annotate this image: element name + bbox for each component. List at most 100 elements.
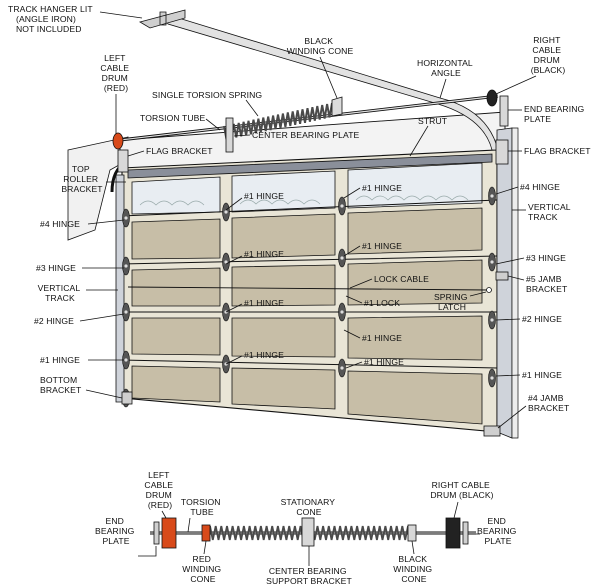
label-jamb5: #5 JAMB BRACKET bbox=[526, 274, 568, 294]
leader-hinge1-c bbox=[343, 245, 361, 257]
label-end-bearing-plate: END BEARING PLATE bbox=[524, 104, 587, 124]
label-flag-bracket-right: FLAG BRACKET bbox=[524, 146, 591, 156]
hinge-pin bbox=[224, 210, 228, 214]
flag-bracket-right bbox=[495, 139, 509, 165]
label-hinge2-left: #2 HINGE bbox=[34, 316, 74, 326]
label-hinge1-f: #1 HINGE bbox=[362, 333, 402, 343]
label-hinge3-right: #3 HINGE bbox=[526, 253, 566, 263]
label-jamb4: #4 JAMB BRACKET bbox=[528, 393, 570, 413]
hinge-pin bbox=[124, 310, 128, 314]
left-cable-drum bbox=[112, 132, 124, 150]
label-lock-cable: LOCK CABLE bbox=[374, 274, 429, 284]
door-structure bbox=[67, 9, 519, 439]
label-bottom-end-bearing-right: END BEARING PLATE bbox=[477, 516, 519, 546]
label-bottom-right-cable-drum: RIGHT CABLE DRUM (BLACK) bbox=[430, 480, 493, 500]
hinge-pin bbox=[340, 310, 344, 314]
label-lock1: #1 LOCK bbox=[364, 298, 400, 308]
label-bottom-center-bearing: CENTER BEARING SUPPORT BRACKET bbox=[266, 566, 352, 586]
label-horizontal-angle: HORIZONTAL ANGLE bbox=[417, 58, 475, 78]
label-hinge1-left: #1 HINGE bbox=[40, 355, 80, 365]
leader-hinge1-g bbox=[225, 355, 243, 365]
hinge-pin bbox=[340, 366, 344, 370]
label-top-roller-bracket: TOP ROLLER BRACKET bbox=[61, 164, 103, 194]
hinge-pin bbox=[224, 260, 228, 264]
flag-bracket-left bbox=[117, 149, 129, 173]
right-jamb bbox=[511, 127, 519, 439]
label-bottom-torsion-tube: TORSION TUBE bbox=[181, 497, 223, 517]
center-bearing-plate bbox=[225, 117, 234, 153]
assembly-left-plate bbox=[153, 521, 160, 545]
left-vertical-track bbox=[115, 174, 125, 403]
leader-hinge2-right bbox=[495, 318, 521, 321]
label-hinge4-right: #4 HINGE bbox=[520, 182, 560, 192]
track-hanger bbox=[138, 9, 186, 29]
label-spring-latch: SPRING LATCH bbox=[434, 292, 470, 312]
label-hinge1-e: #1 HINGE bbox=[244, 298, 284, 308]
black-winding-cone bbox=[331, 96, 343, 117]
leader-hinge4-right bbox=[495, 186, 519, 195]
jamb-bracket-5 bbox=[495, 271, 509, 281]
leader-bottom-black-winding-cone bbox=[411, 540, 415, 555]
label-hinge3-left: #3 HINGE bbox=[36, 263, 76, 273]
window-row-mid bbox=[231, 170, 336, 213]
right-cable-drum bbox=[486, 89, 498, 107]
label-vertical-track-right: VERTICAL TRACK bbox=[528, 202, 573, 222]
jamb-bracket-4 bbox=[483, 425, 501, 437]
leader-hinge1-b bbox=[225, 197, 243, 211]
label-single-torsion-spring: SINGLE TORSION SPRING bbox=[152, 90, 262, 100]
leader-bottom-torsion-tube bbox=[187, 517, 191, 533]
hinge-pin bbox=[340, 204, 344, 208]
assembly-right-plate bbox=[462, 521, 469, 545]
leader-hinge1-a bbox=[343, 187, 361, 199]
label-bottom-bracket: BOTTOM BRACKET bbox=[40, 375, 82, 395]
leader-jamb5 bbox=[507, 275, 525, 281]
leader-horizontal-angle bbox=[439, 78, 447, 99]
end-bearing-plate bbox=[499, 95, 509, 127]
leader-bottom-right-cable-drum bbox=[453, 501, 459, 519]
window-row-left bbox=[131, 176, 221, 215]
leader-black-winding-cone bbox=[319, 56, 338, 99]
label-black-winding-cone: BLACK WINDING CONE bbox=[287, 36, 354, 56]
lock-cable bbox=[127, 286, 489, 291]
label-hinge1-right: #1 HINGE bbox=[522, 370, 562, 380]
label-center-bearing-plate: CENTER BEARING PLATE bbox=[252, 130, 360, 140]
label-vertical-track-left: VERTICAL TRACK bbox=[38, 283, 83, 303]
leader-hinge1-h bbox=[345, 361, 363, 369]
hinge-pin bbox=[124, 358, 128, 362]
label-hinge1-d: #1 HINGE bbox=[244, 249, 284, 259]
leader-bottom-red-winding-cone bbox=[203, 540, 207, 555]
label-strut: STRUT bbox=[418, 116, 448, 126]
leader-bottom-bracket bbox=[85, 389, 123, 399]
leader-lock-cable bbox=[349, 278, 373, 289]
leader-right-cable-drum bbox=[495, 75, 537, 95]
label-torsion-tube: TORSION TUBE bbox=[140, 113, 206, 123]
leader-bottom-left-cable-drum bbox=[161, 510, 167, 519]
leader-center-bearing-plate bbox=[233, 134, 251, 137]
label-track-hanger: TRACK HANGER LIT (ANGLE IRON) NOT INCLUD… bbox=[8, 4, 95, 34]
leader-lock1 bbox=[345, 295, 363, 304]
leader-hinge3-right bbox=[495, 257, 525, 265]
leader-spring-latch bbox=[469, 291, 487, 297]
label-left-cable-drum: LEFT CABLE DRUM (RED) bbox=[100, 53, 131, 93]
hinge-pin bbox=[124, 216, 128, 220]
hinge-pin bbox=[124, 264, 128, 268]
torsion-spring bbox=[223, 102, 333, 140]
leader-bottom-end-bearing-left bbox=[138, 546, 157, 557]
label-bottom-left-cable-drum: LEFT CABLE DRUM (RED) bbox=[144, 470, 175, 510]
label-bottom-stationary-cone: STATIONARY CONE bbox=[281, 497, 338, 517]
torsion-spring-icon bbox=[223, 102, 333, 140]
assembly-red-cone bbox=[201, 524, 211, 542]
right-vertical-track bbox=[496, 127, 513, 439]
shaft-assembly bbox=[150, 517, 476, 549]
label-bottom-red-winding-cone: RED WINDING CONE bbox=[182, 554, 223, 584]
leader-strut bbox=[409, 125, 429, 157]
hinge-pin bbox=[490, 318, 494, 322]
wall-left bbox=[67, 136, 129, 241]
leader-hinge1-d bbox=[225, 255, 243, 265]
label-hinge1-c: #1 HINGE bbox=[362, 241, 402, 251]
bottom-bracket bbox=[121, 391, 133, 405]
leader-jamb4 bbox=[497, 405, 527, 429]
assembly-center-bracket bbox=[301, 517, 315, 547]
